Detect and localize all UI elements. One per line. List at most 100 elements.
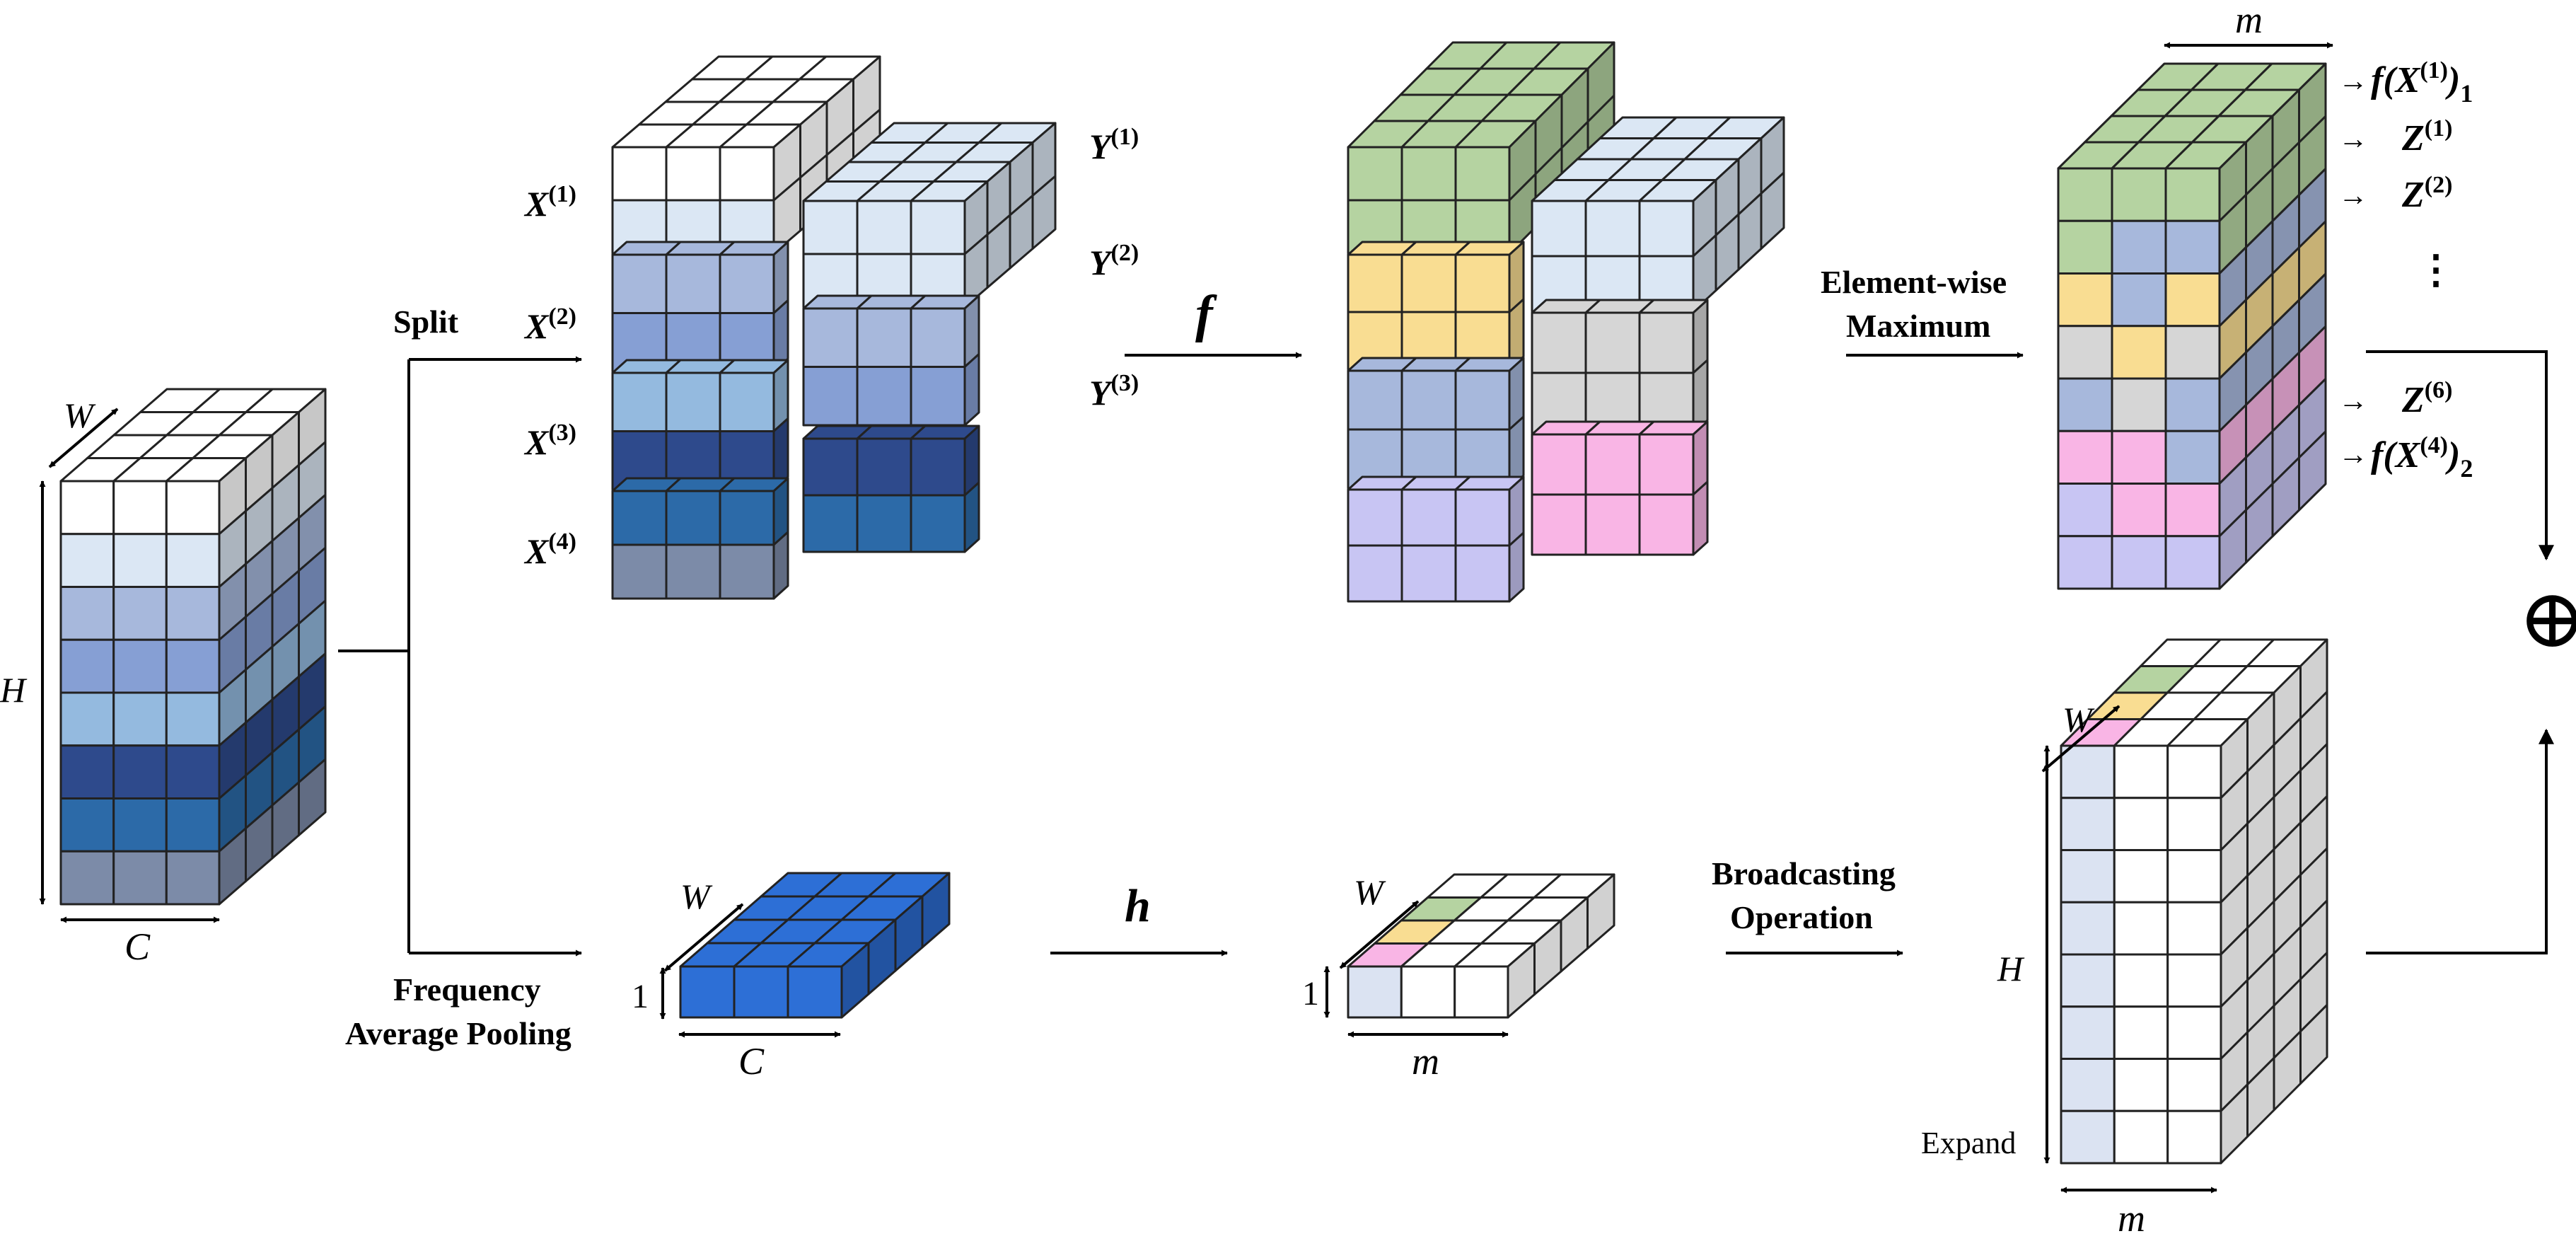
cube-front-cell: [1454, 965, 1509, 1019]
cube-front-cell: [787, 965, 843, 1019]
cube-front-cell: [1400, 488, 1457, 547]
split-y-tensor-stack: [802, 122, 1057, 553]
x1-label: X(1): [523, 181, 576, 224]
cube-side-cell: [1760, 171, 1785, 250]
cube-front-cell: [2060, 901, 2116, 956]
out-label-2: Z(1): [2401, 115, 2452, 158]
cube-side-cell: [2299, 1003, 2328, 1085]
cube-front-cell: [1638, 433, 1695, 496]
cube-front-cell: [1347, 488, 1403, 547]
pool-w-label: W: [680, 877, 713, 916]
out-label-5-arrow: →: [2338, 439, 2368, 471]
cube-front-cell: [59, 480, 115, 536]
cube-front-cell: [1531, 200, 1587, 258]
bottom-to-sum-arrow: [2366, 728, 2554, 954]
y1-label: Y(1): [1089, 124, 1139, 166]
cube-front-cell: [719, 371, 775, 432]
cube-front-cell: [59, 586, 115, 641]
cube-front-cell: [856, 200, 912, 255]
cube-front-cell: [2060, 1005, 2116, 1060]
elem-label-line2: Maximum: [1846, 308, 1990, 344]
h-output-tensor: [1347, 873, 1615, 1019]
cube-side-cell: [1508, 531, 1525, 603]
cube-front-cell: [2057, 429, 2113, 485]
f-op-label: f: [1195, 285, 1217, 343]
cube-front-cell: [2164, 535, 2221, 590]
cube-front-cell: [1584, 200, 1641, 258]
freq-label-line2: Average Pooling: [345, 1015, 572, 1051]
cube-front-cell: [2113, 849, 2169, 904]
cube-front-cell: [2057, 483, 2113, 538]
cube-front-cell: [1454, 544, 1511, 603]
cube-front-cell: [2164, 272, 2221, 328]
flow-connectors: [39, 42, 2554, 1194]
cube-front-cell: [2111, 219, 2167, 275]
cube-front-cell: [1454, 369, 1511, 431]
cube-front-cell: [1584, 311, 1641, 374]
cube-front-cell: [856, 494, 912, 553]
cube-front-cell: [2166, 901, 2222, 956]
cube-front-cell: [2057, 167, 2113, 222]
out-m-label: m: [2235, 0, 2263, 41]
bcast-label-line1: Broadcasting: [1712, 855, 1896, 891]
cube-front-cell: [611, 371, 668, 432]
cube-front-cell: [1638, 200, 1695, 258]
cube-front-cell: [59, 797, 115, 853]
x2-label: X(2): [523, 304, 576, 346]
hout-one-label: 1: [1302, 975, 1319, 1012]
x4-label: X(4): [523, 529, 576, 571]
cube-side-cell: [1031, 175, 1057, 250]
cube-front-cell: [2164, 483, 2221, 538]
cube-front-cell: [1638, 311, 1695, 374]
cube-front-cell: [2164, 325, 2221, 380]
pooled-tensor: [679, 872, 951, 1019]
cube-front-cell: [2164, 167, 2221, 222]
cube-front-cell: [165, 586, 221, 641]
cube-front-cell: [1454, 146, 1511, 202]
cube-front-cell: [2060, 953, 2116, 1008]
sum-operator: ⊕: [2518, 575, 2576, 665]
cube-front-cell: [2060, 1058, 2116, 1112]
cube-front-cell: [2060, 849, 2116, 904]
cube-front-cell: [2164, 377, 2221, 432]
expanded-tensor: [2060, 638, 2328, 1165]
cube-front-cell: [2057, 272, 2113, 328]
cube-front-cell: [112, 744, 168, 800]
cube-front-cell: [2111, 535, 2167, 590]
cube-front-cell: [733, 965, 789, 1019]
cube-front-cell: [2166, 1005, 2222, 1060]
cube-front-cell: [1400, 965, 1456, 1019]
pool-c-label: C: [738, 1040, 765, 1083]
cube-front-cell: [910, 437, 966, 497]
cube-front-cell: [2166, 1058, 2222, 1112]
cube-front-cell: [112, 586, 168, 641]
out-label-5: f(X(4))2: [2371, 432, 2473, 483]
vertical-dots: ⋮: [2416, 248, 2456, 292]
cube-front-cell: [2060, 1109, 2116, 1165]
cube-front-cell: [59, 533, 115, 588]
cube-front-cell: [2057, 377, 2113, 432]
cube-side-cell: [298, 758, 327, 836]
cube-front-cell: [1531, 433, 1587, 496]
cube-front-cell: [165, 744, 221, 800]
pool-w-dim-arrow: [663, 903, 744, 972]
out-label-1-arrow: →: [2338, 65, 2368, 98]
cube-front-cell: [665, 146, 721, 202]
input-w-label: W: [64, 396, 96, 435]
cube-front-cell: [679, 965, 736, 1019]
cube-front-cell: [719, 253, 775, 314]
expand-w-dim-arrow: [2041, 705, 2120, 773]
cube-front-cell: [1347, 369, 1403, 431]
cube-front-cell: [611, 253, 668, 314]
cube-front-cell: [910, 366, 966, 427]
cube-front-cell: [165, 691, 221, 747]
out-label-2-arrow: →: [2338, 123, 2368, 156]
input-feature-tensor: [59, 388, 327, 906]
split-label: Split: [393, 304, 459, 340]
split-x-tensor-stack: [611, 55, 881, 600]
cube-front-cell: [59, 744, 115, 800]
cube-front-cell: [719, 146, 775, 202]
cube-front-cell: [2111, 429, 2167, 485]
cube-front-cell: [112, 691, 168, 747]
